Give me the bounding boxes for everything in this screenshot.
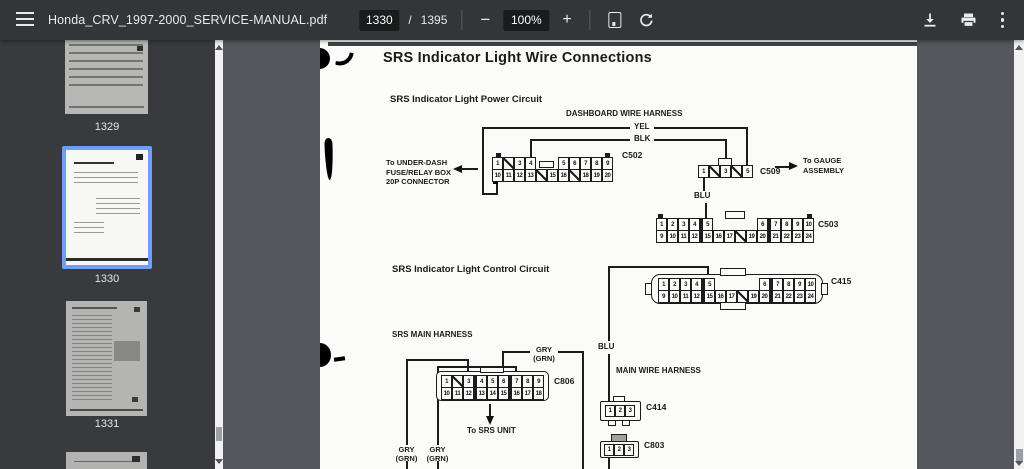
srs-unit-label: To SRS UNIT <box>467 426 516 435</box>
sidebar-scrollbar[interactable] <box>215 40 223 469</box>
page-total: 1395 <box>420 13 448 27</box>
thumbnail-page-image <box>66 150 148 265</box>
connector-foot <box>622 420 630 426</box>
sidebar-scrollbar-thumb[interactable] <box>216 427 222 441</box>
arrow-to-gauge <box>789 162 798 170</box>
connector-latch <box>725 211 745 219</box>
page-slash: / <box>408 13 412 27</box>
scan-artifact <box>324 137 334 181</box>
toolbar-divider <box>461 10 463 30</box>
toolbar-right <box>918 0 1010 40</box>
menu-icon[interactable] <box>16 12 34 26</box>
more-options-icon[interactable] <box>995 9 1010 31</box>
scroll-down-arrow[interactable] <box>215 459 223 464</box>
thumbnail-label-1331: 1331 <box>94 418 120 430</box>
connector-label-c502: C502 <box>622 150 643 160</box>
wire-label-blk: BLK <box>630 134 655 143</box>
download-icon <box>924 13 936 27</box>
rotate-button[interactable] <box>635 10 659 30</box>
connector-foot <box>608 420 616 426</box>
download-button[interactable] <box>918 10 942 30</box>
wire-label-gry-grn: GRY(GRN) <box>395 445 418 463</box>
page-title: SRS Indicator Light Wire Connections <box>383 50 652 66</box>
thumbnail-page-1331[interactable] <box>66 301 147 416</box>
connector-tab <box>658 214 663 218</box>
thumbnail-label-1329: 1329 <box>94 121 120 133</box>
zoom-level[interactable]: 100% <box>503 9 550 31</box>
scan-artifact <box>320 343 331 367</box>
arrow-to-fuse-box <box>453 165 462 173</box>
wire-label-gry-grn: GRY(GRN) <box>426 445 449 463</box>
connector-label-c503: C503 <box>818 219 839 229</box>
arrow-line <box>489 404 491 417</box>
wire-label-blu: BLU <box>694 191 711 200</box>
arrow-line <box>461 168 478 170</box>
zoom-out-button[interactable]: − <box>476 8 494 32</box>
thumbnail-sidebar: 1329 1330 1331 <box>0 40 215 469</box>
connector-latch <box>613 396 625 402</box>
connector-latch <box>720 268 746 276</box>
connector-tab <box>807 214 812 218</box>
fit-page-icon <box>608 12 622 28</box>
scroll-up-arrow[interactable] <box>1015 45 1023 50</box>
connector-ear <box>645 283 652 295</box>
print-button[interactable] <box>956 10 981 30</box>
page-number-input[interactable]: 1330 <box>359 9 400 31</box>
connector-tab <box>496 153 501 157</box>
scroll-up-arrow[interactable] <box>215 45 223 50</box>
connector-label-c803: C803 <box>644 440 665 450</box>
scroll-down-arrow[interactable] <box>1015 461 1023 466</box>
print-icon <box>961 13 976 28</box>
zoom-in-button[interactable]: + <box>558 9 575 31</box>
arrow-to-srs-unit <box>486 416 494 425</box>
connector-latch <box>539 161 554 168</box>
wire-label-blu: BLU <box>598 342 615 351</box>
document-title: Honda_CRV_1997-2000_SERVICE-MANUAL.pdf <box>48 13 328 27</box>
fit-page-button[interactable] <box>605 10 626 30</box>
connector-ear <box>821 283 828 295</box>
wire-label-gry-grn: GRY(GRN) <box>533 345 555 363</box>
main-scrollbar[interactable] <box>1014 40 1024 469</box>
main-scrollbar-thumb[interactable] <box>1015 449 1023 462</box>
thumbnail-page-1330-selected[interactable] <box>62 146 152 269</box>
scan-top-edge <box>328 42 917 46</box>
thumbnail-page-partial[interactable] <box>66 452 147 469</box>
thumbnail-label-1330: 1330 <box>94 273 120 285</box>
arrow-line <box>775 166 790 168</box>
gauge-assembly-label: To GAUGE ASSEMBLY <box>803 156 844 175</box>
scan-artifact <box>333 356 346 362</box>
connector-label-c806: C806 <box>554 376 575 386</box>
main-wire-harness-label: MAIN WIRE HARNESS <box>616 366 701 375</box>
wire-label-yel: YEL <box>630 122 654 131</box>
fuse-box-label: To UNDER-DASH FUSE/RELAY BOX 20P CONNECT… <box>386 158 452 186</box>
wire-blu-3 <box>608 458 610 469</box>
power-circuit-heading: SRS Indicator Light Power Circuit <box>390 94 543 105</box>
toolbar-center: 1330 / 1395 − 100% + <box>359 0 658 40</box>
thumbnail-page-1329[interactable] <box>65 40 148 114</box>
srs-main-harness-label: SRS MAIN HARNESS <box>392 330 473 339</box>
connector-latch <box>720 302 746 310</box>
connector-tab <box>605 153 610 157</box>
scan-artifact <box>320 48 330 69</box>
rotate-icon <box>640 13 653 27</box>
scan-artifact <box>335 51 354 67</box>
pdf-page: SRS Indicator Light Wire Connections SRS… <box>320 40 917 469</box>
dashboard-harness-label: DASHBOARD WIRE HARNESS <box>566 109 683 118</box>
connector-label-c414: C414 <box>646 402 667 412</box>
toolbar-divider <box>589 10 591 30</box>
connector-latch <box>480 367 504 373</box>
connector-label-c415: C415 <box>831 276 852 286</box>
connector-label-c509: C509 <box>760 166 781 176</box>
control-circuit-heading: SRS Indicator Light Control Circuit <box>392 264 550 275</box>
toolbar: Honda_CRV_1997-2000_SERVICE-MANUAL.pdf 1… <box>0 0 1024 40</box>
